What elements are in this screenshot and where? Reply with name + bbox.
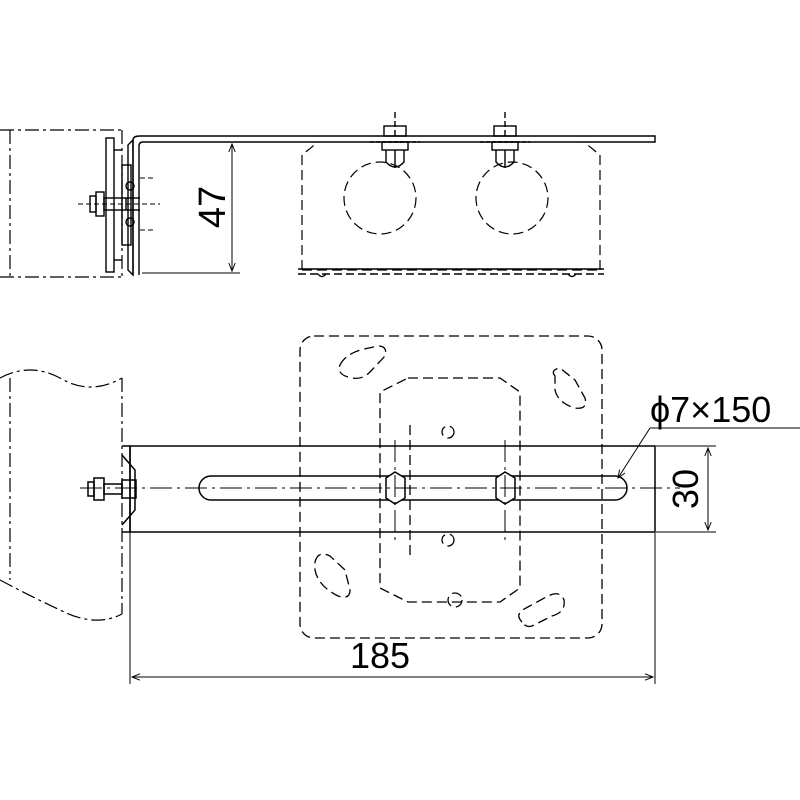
dimension-label-slot: ϕ7×150 xyxy=(650,389,771,430)
box-plate-phantom xyxy=(299,335,603,639)
bracket-bar-plan xyxy=(87,445,656,533)
pole-phantom-top xyxy=(0,129,123,278)
bracket-vertical-plate xyxy=(105,137,134,277)
dimension-30 xyxy=(656,445,716,533)
dimension-185 xyxy=(129,533,656,684)
dimension-47 xyxy=(142,141,240,274)
dimension-label-185: 185 xyxy=(350,635,410,676)
bracket-arm-top xyxy=(132,135,656,275)
dimension-label-30: 30 xyxy=(665,469,706,509)
top-bolt-right xyxy=(491,112,519,168)
box-phantom-top xyxy=(301,141,601,271)
leader-slot xyxy=(618,427,800,478)
top-bolt-left xyxy=(381,112,409,168)
side-view xyxy=(0,112,656,278)
side-bolt-top xyxy=(89,181,140,227)
dimension-label-47: 47 xyxy=(192,186,234,228)
